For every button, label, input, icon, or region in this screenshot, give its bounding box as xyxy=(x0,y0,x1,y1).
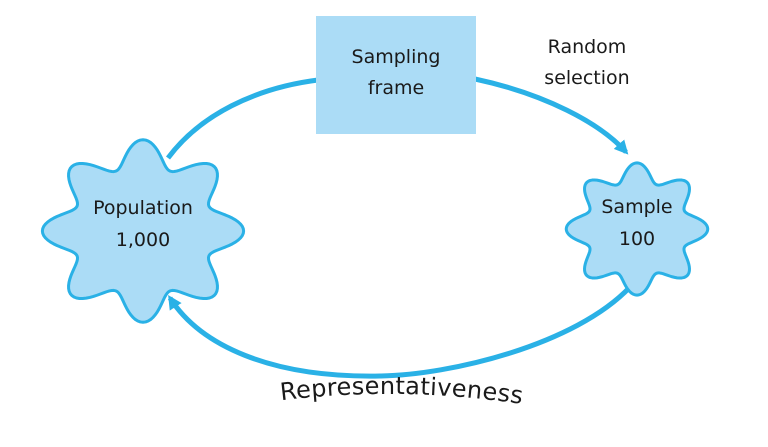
sampling-frame-label-line1: Sampling xyxy=(352,46,441,68)
random-selection-label-line2: selection xyxy=(544,67,629,89)
representativeness-text-path: Representativeness xyxy=(279,372,525,410)
sample-label-line2: 100 xyxy=(619,228,655,250)
sample-star xyxy=(564,161,710,297)
population-star xyxy=(40,138,246,324)
population-label-line1: Population xyxy=(93,197,193,219)
arrow-frame-to-sample xyxy=(474,76,629,155)
sample-label-line1: Sample xyxy=(601,196,672,218)
population-label-line2: 1,000 xyxy=(116,229,170,251)
arrow-sample-to-population xyxy=(167,285,632,379)
sampling-frame-box xyxy=(316,16,476,134)
connector-population-to-frame xyxy=(165,77,319,160)
representativeness-label: Representativeness xyxy=(279,372,526,410)
random-selection-label-line1: Random xyxy=(548,36,627,58)
sampling-frame-label-line2: frame xyxy=(368,77,424,99)
